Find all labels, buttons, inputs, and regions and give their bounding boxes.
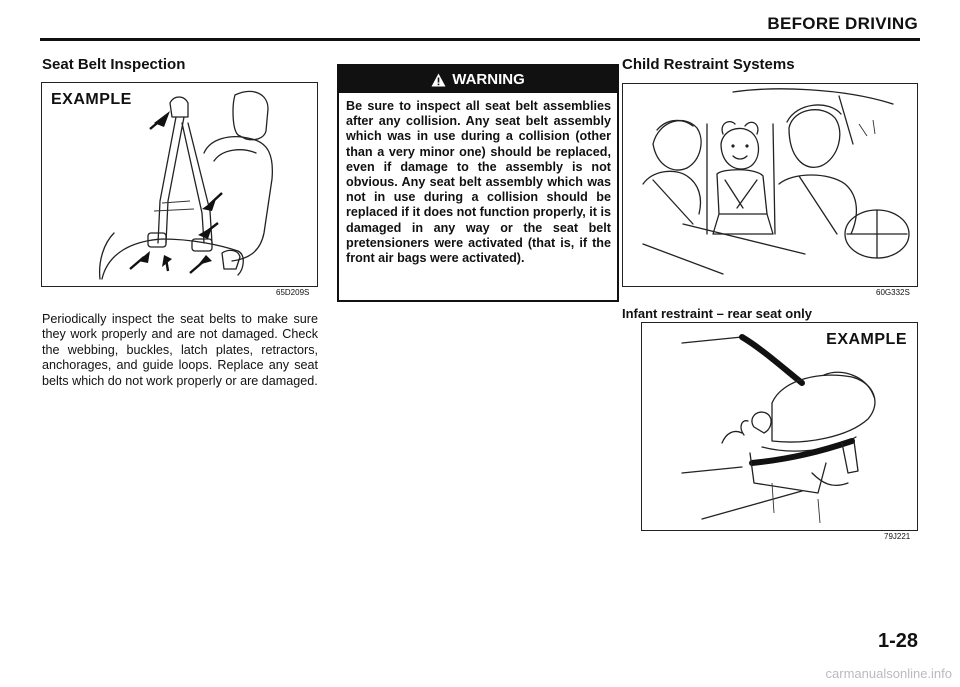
infant-restraint-illustration: [681, 334, 876, 524]
infant-restraint-figure: EXAMPLE: [641, 322, 918, 531]
child-restraint-heading: Child Restraint Systems: [622, 56, 795, 73]
warning-header: WARNING: [339, 66, 617, 93]
seat-belt-illustration: [98, 90, 274, 280]
section-title: BEFORE DRIVING: [767, 14, 918, 33]
infant-restraint-caption: Infant restraint – rear seat only: [622, 306, 813, 321]
child-restraint-figure-code: 60G332S: [876, 288, 910, 297]
warning-text: Be sure to inspect all seat belt assembl…: [346, 99, 611, 266]
seat-belt-figure: EXAMPLE: [41, 82, 318, 287]
child-restraint-illustration: [642, 88, 910, 275]
infant-restraint-figure-code: 79J221: [884, 532, 911, 541]
warning-triangle-icon: [431, 73, 446, 86]
warning-title: WARNING: [452, 71, 525, 88]
seat-belt-figure-code: 65D209S: [276, 288, 310, 297]
header-rule: [40, 38, 920, 41]
page-number: 1-28: [877, 630, 918, 652]
seat-belt-paragraph: Periodically inspect the seat belts to m…: [42, 312, 318, 388]
warning-box: WARNING Be sure to inspect all seat belt…: [337, 64, 619, 302]
seat-belt-heading: Seat Belt Inspection: [42, 56, 186, 73]
watermark: carmanualsonline.info: [825, 666, 952, 681]
child-restraint-figure: [622, 83, 918, 287]
figure-example-label: EXAMPLE: [51, 91, 132, 108]
infant-example-label: EXAMPLE: [826, 331, 907, 348]
